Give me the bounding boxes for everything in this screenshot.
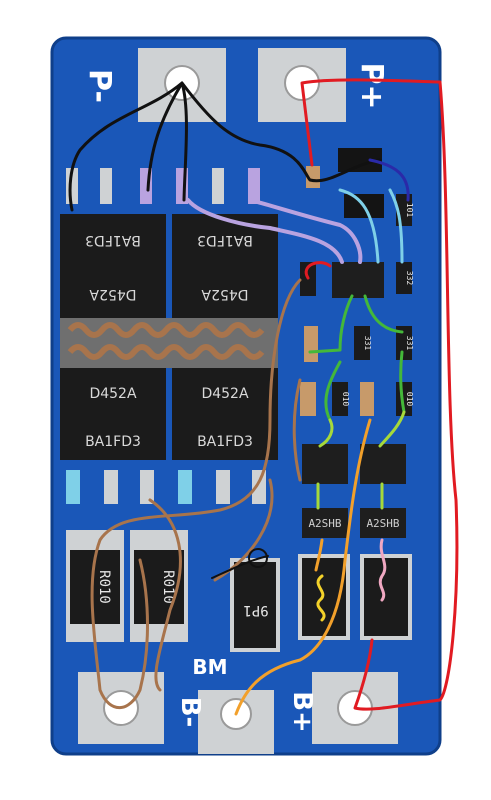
ic-right-lower <box>360 508 406 538</box>
ic-right-upper <box>360 444 406 484</box>
mosfet-reflection-squiggle <box>67 344 265 360</box>
wire-red-short <box>304 261 332 280</box>
mosfet-tab <box>216 470 230 504</box>
ic-left-lower <box>302 508 348 538</box>
diode-label: 9P1 <box>243 602 268 618</box>
wire-pink <box>378 538 387 602</box>
mosfet-bottom-left-line1: D452A <box>89 386 137 402</box>
wire-lime <box>316 410 406 510</box>
ic-right-lower-label: A2SHB <box>366 517 399 530</box>
label-b-plus: B+ <box>287 691 317 733</box>
wire-green <box>308 294 406 422</box>
smd-resistor-label: 101 <box>405 203 414 218</box>
smd-resistor <box>332 382 348 416</box>
smd-cap <box>304 326 318 362</box>
mosfet-tab <box>178 470 192 504</box>
wire-cyan <box>338 188 404 264</box>
wire-navy <box>368 158 410 202</box>
wire-brown <box>90 278 302 710</box>
smd-resistor-label: 331 <box>405 336 414 351</box>
mosfet-tab <box>66 470 80 504</box>
label-p-minus: P- <box>82 69 117 103</box>
smd-ic-top <box>332 262 384 298</box>
smd-resistor-label: 010 <box>341 392 350 407</box>
wire-red <box>300 78 459 711</box>
label-b-minus: B- <box>175 697 205 728</box>
wire-yellow <box>316 574 326 622</box>
smd-cap <box>306 166 320 188</box>
wire-black <box>68 81 382 212</box>
sense-resistor-left-label: R010 <box>96 570 112 604</box>
mosfet-tab <box>248 168 260 204</box>
sense-resistor-right <box>134 550 184 624</box>
smd-resistor <box>354 326 370 360</box>
smd-resistor <box>300 382 316 416</box>
mosfet-top-left-line1: BA1FD3 <box>85 232 141 248</box>
mosfet-top-right <box>172 214 278 318</box>
mosfet-top-right-line2: D452A <box>201 286 249 302</box>
mosfet-bottom-left <box>60 368 166 460</box>
mosfet-top-right-line1: BA1FD3 <box>197 232 253 248</box>
label-p-plus: P+ <box>354 62 389 109</box>
mosfet-reflection-squiggle <box>67 322 265 338</box>
smd-cap <box>360 382 374 416</box>
wire-lilac <box>186 198 363 264</box>
smd-resistor-label: 332 <box>405 271 414 286</box>
mosfet-bottom-left-line2: BA1FD3 <box>85 434 141 450</box>
mosfet-tab <box>140 470 154 504</box>
mosfet-tab <box>100 168 112 204</box>
mosfet-tab <box>104 470 118 504</box>
smd-resistor-label: 010 <box>405 392 414 407</box>
diode-body <box>230 558 280 652</box>
smd-resistor <box>396 262 412 294</box>
mosfet-tab <box>252 470 266 504</box>
mosfet-tab <box>212 168 224 204</box>
smd-resistor <box>396 326 412 360</box>
mosfet-bottom-right <box>172 368 278 460</box>
mosfet-bottom-right-line1: D452A <box>201 386 249 402</box>
label-bm: BM <box>192 655 227 679</box>
ic-left-lower-label: A2SHB <box>308 517 341 530</box>
smd-resistor-label: 331 <box>363 336 372 351</box>
wire-junction <box>248 548 268 568</box>
wire-orange <box>234 418 372 716</box>
wire-black-small <box>211 555 269 579</box>
mosfet-top-left-line2: D452A <box>89 286 137 302</box>
mosfet-top-left <box>60 214 166 318</box>
mosfet-bottom-right-line2: BA1FD3 <box>197 434 253 450</box>
ic-left-upper <box>302 444 348 484</box>
sense-resistor-right-label: R010 <box>160 570 176 604</box>
